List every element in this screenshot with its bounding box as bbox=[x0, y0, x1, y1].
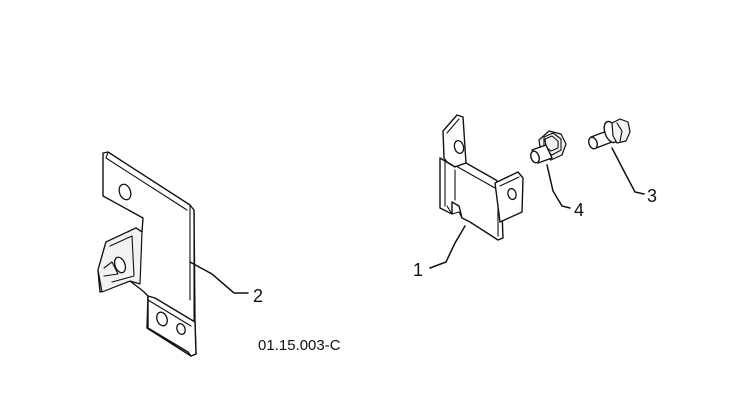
callout-label-3: 3 bbox=[647, 186, 657, 206]
reference-code: 01.15.003-C bbox=[258, 337, 341, 354]
bracket-part-2 bbox=[97, 151, 197, 357]
bracket-part-1 bbox=[439, 114, 524, 241]
callout-label-4: 4 bbox=[574, 200, 584, 220]
callout-label-1: 1 bbox=[413, 260, 423, 280]
leader-line-1 bbox=[429, 225, 466, 269]
leader-line-4 bbox=[546, 164, 571, 209]
nut-part-4 bbox=[530, 130, 567, 164]
leader-line-3 bbox=[611, 147, 645, 195]
bolt-part-3 bbox=[588, 118, 631, 150]
leader-line-2 bbox=[189, 261, 249, 294]
callout-label-2: 2 bbox=[253, 286, 263, 306]
